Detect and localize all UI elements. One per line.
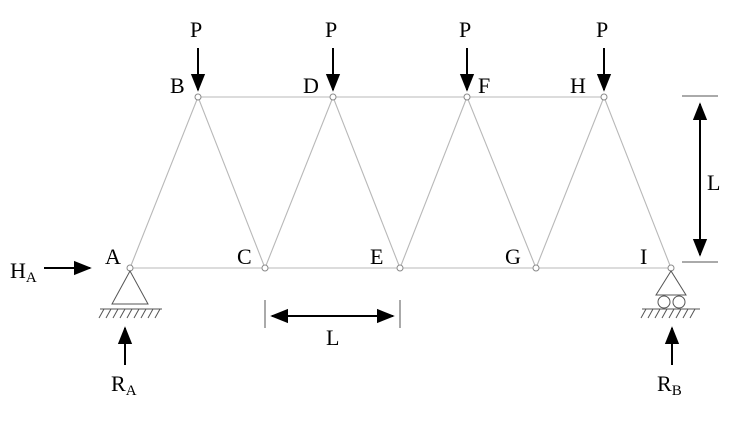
reaction-RB: RB xyxy=(657,326,682,399)
joint-F xyxy=(463,93,471,101)
node-label-I: I xyxy=(640,244,647,269)
pin-support-triangle xyxy=(111,269,149,305)
span-dimension: L xyxy=(264,300,401,350)
load-label-F: P xyxy=(459,17,471,42)
node-label-D: D xyxy=(303,73,319,98)
joint-B xyxy=(194,93,202,101)
pin-support-A xyxy=(98,269,162,319)
height-dimension: L xyxy=(682,95,720,263)
reaction-HA-label: HA xyxy=(10,258,37,286)
roller-support-I xyxy=(640,270,700,319)
roller-support-triangle xyxy=(655,270,687,296)
node-labels: A B C D E F G H I xyxy=(105,73,647,269)
span-label: L xyxy=(326,325,339,350)
load-label-D: P xyxy=(325,17,337,42)
height-label: L xyxy=(707,170,720,195)
node-label-F: F xyxy=(478,73,490,98)
load-label-H: P xyxy=(596,17,608,42)
joint-H xyxy=(600,93,608,101)
applied-loads: P P P P xyxy=(190,17,612,92)
joint-D xyxy=(329,93,337,101)
ground-hatch-I xyxy=(640,308,696,319)
joint-C xyxy=(261,264,269,272)
member-AB xyxy=(129,96,199,269)
member-FG xyxy=(466,96,537,269)
member-GH xyxy=(535,96,605,269)
load-label-B: P xyxy=(190,17,202,42)
node-label-G: G xyxy=(505,244,521,269)
node-label-B: B xyxy=(170,73,185,98)
member-EF xyxy=(399,96,468,269)
node-label-E: E xyxy=(370,244,383,269)
member-HI xyxy=(603,96,672,269)
reaction-HA: HA xyxy=(10,258,92,286)
reaction-RA-label: RA xyxy=(111,371,137,399)
roller-wheel-left xyxy=(657,295,671,309)
reaction-RB-label: RB xyxy=(657,371,682,399)
truss-members xyxy=(129,96,672,269)
ground-hatch-A xyxy=(98,308,161,319)
pin-joints xyxy=(126,93,675,272)
member-CD xyxy=(264,96,334,269)
joint-E xyxy=(396,264,404,272)
node-label-A: A xyxy=(105,244,121,269)
roller-wheel-right xyxy=(672,295,686,309)
node-label-H: H xyxy=(570,73,586,98)
reaction-RA: RA xyxy=(111,326,137,399)
node-label-C: C xyxy=(237,244,252,269)
joint-G xyxy=(532,264,540,272)
member-BC xyxy=(197,96,266,269)
member-DE xyxy=(332,96,401,269)
